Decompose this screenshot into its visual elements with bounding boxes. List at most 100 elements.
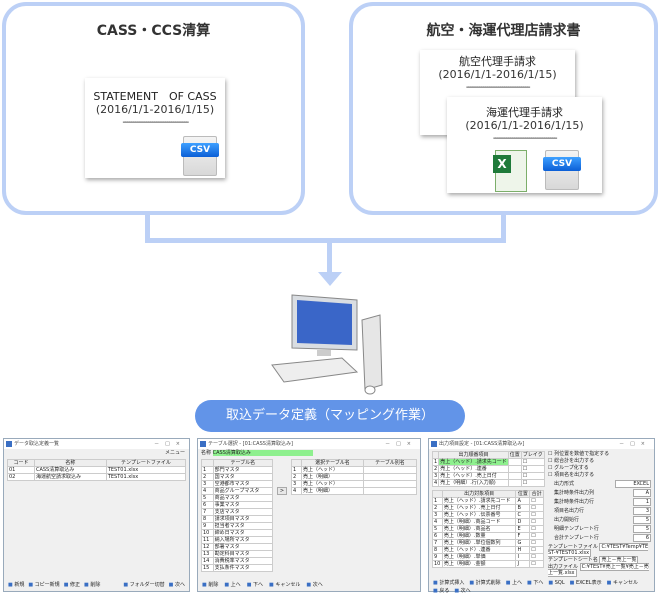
action-button[interactable]: 削除 — [202, 582, 218, 588]
sum-checkbox[interactable]: ☐ — [529, 504, 544, 512]
action-button[interactable]: 次へ — [306, 582, 323, 588]
field-input[interactable]: EXCEL — [615, 480, 651, 488]
row-number: 13 — [201, 550, 214, 558]
action-button[interactable]: 修正 — [64, 582, 80, 588]
action-button[interactable]: 下へ — [527, 580, 543, 586]
option-checkbox[interactable]: ☐ グループ化する — [548, 465, 589, 471]
action-button[interactable]: 下へ — [247, 582, 263, 588]
action-button[interactable]: キャンセル — [607, 580, 638, 586]
action-button[interactable]: 新規 — [8, 582, 24, 588]
action-button[interactable]: 戻る — [433, 588, 449, 594]
action-button[interactable]: 次へ — [169, 582, 185, 588]
field-input[interactable]: 3 — [633, 507, 651, 515]
sum-checkbox[interactable]: ☐ — [529, 560, 544, 568]
action-button[interactable]: SQL — [548, 580, 565, 586]
sum-checkbox[interactable]: ☐ — [529, 518, 544, 526]
break-checkbox[interactable]: ☐ — [520, 458, 545, 466]
break-checkbox[interactable]: ☐ — [520, 472, 545, 480]
settings-field: 出力開始行 5 — [554, 516, 651, 524]
action-button[interactable]: 次へ — [454, 588, 471, 594]
table-name: 空港都市マスタ — [212, 480, 274, 488]
menu-button[interactable]: メニュー — [164, 450, 185, 456]
option-checkbox[interactable]: ☐ 項目名を出力する — [548, 472, 595, 478]
table-name: 担当者マスタ — [212, 522, 274, 530]
field-input[interactable]: 1 — [633, 498, 651, 506]
break-checkbox[interactable]: ☐ — [520, 465, 545, 473]
sum-checkbox[interactable]: ☐ — [529, 532, 544, 540]
break-checkbox[interactable]: ☐ — [520, 479, 545, 487]
mapping-definition-button[interactable]: 取込データ定義（マッピング作業） — [195, 400, 465, 432]
template-sheet-field[interactable]: 売上－売上一覧 — [599, 556, 639, 564]
option-checkbox[interactable]: ☐ 総合計を出力する — [548, 458, 595, 464]
action-button[interactable]: 上へ — [224, 582, 241, 588]
window-controls[interactable]: －□× — [385, 441, 417, 447]
sum-checkbox[interactable]: ☐ — [529, 497, 544, 505]
field-input[interactable]: A — [633, 489, 651, 497]
item-position: J — [515, 560, 531, 568]
window-controls[interactable]: －□× — [619, 441, 651, 447]
sum-checkbox[interactable]: ☐ — [529, 511, 544, 519]
field-label: 出力開始行 — [554, 517, 580, 523]
action-button[interactable]: 削除 — [84, 582, 100, 588]
name-field[interactable]: CASS清算取込み — [212, 450, 313, 456]
action-button[interactable]: 計算式挿入 — [433, 580, 464, 586]
sum-checkbox[interactable]: ☐ — [529, 525, 544, 533]
action-button[interactable]: EXCEL表示 — [570, 580, 602, 586]
sum-checkbox[interactable]: ☐ — [529, 539, 544, 547]
add-table-button[interactable]: > — [277, 487, 287, 495]
field-input[interactable]: 6 — [633, 534, 651, 542]
action-button[interactable]: コピー新規 — [28, 582, 60, 588]
action-button[interactable]: 上へ — [506, 580, 522, 586]
field-input[interactable]: 5 — [633, 516, 651, 524]
action-button[interactable]: キャンセル — [269, 582, 300, 588]
action-button[interactable]: 計算式削除 — [469, 580, 501, 586]
sum-checkbox[interactable]: ☐ — [529, 546, 544, 554]
action-button[interactable]: フォルダー切替 — [123, 582, 165, 588]
option-checkbox[interactable]: ☐ 列位置を数値で指定する — [548, 451, 610, 457]
window-title: 出力項目設定 - [01:CASS清算取込み] — [439, 441, 525, 447]
field-input[interactable]: 5 — [633, 525, 651, 533]
sum-checkbox[interactable]: ☐ — [529, 553, 544, 561]
window-controls[interactable]: －□× — [154, 441, 186, 447]
